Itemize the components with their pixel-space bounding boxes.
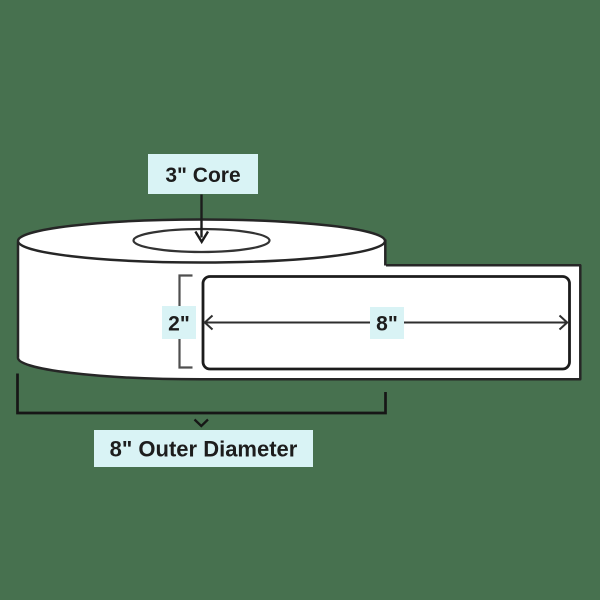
label-width-text: 8"	[376, 313, 398, 336]
core-arrow-head-icon	[194, 230, 210, 245]
outer-diameter-box	[94, 430, 313, 467]
core-arrow	[194, 194, 210, 245]
label-width-box	[370, 307, 404, 339]
label-height-text: 2"	[168, 313, 190, 336]
outer-diameter-callout: 8" Outer Diameter	[94, 430, 313, 467]
strip-outline	[16, 263, 582, 381]
label-width-callout: 8"	[370, 307, 404, 339]
outer-diameter-text: 8" Outer Diameter	[110, 437, 298, 462]
outer-diameter-bracket	[16, 373, 387, 415]
outer-diameter-chevron-icon	[193, 418, 209, 428]
core-callout: 3" Core	[148, 154, 258, 194]
label-height-box	[162, 306, 196, 339]
core-callout-text: 3" Core	[165, 164, 240, 187]
core-callout-box	[148, 154, 258, 194]
width-arrow-right-head-icon	[558, 314, 569, 331]
width-arrow-left-head-icon	[203, 314, 214, 331]
label-height-callout: 2"	[162, 306, 196, 339]
